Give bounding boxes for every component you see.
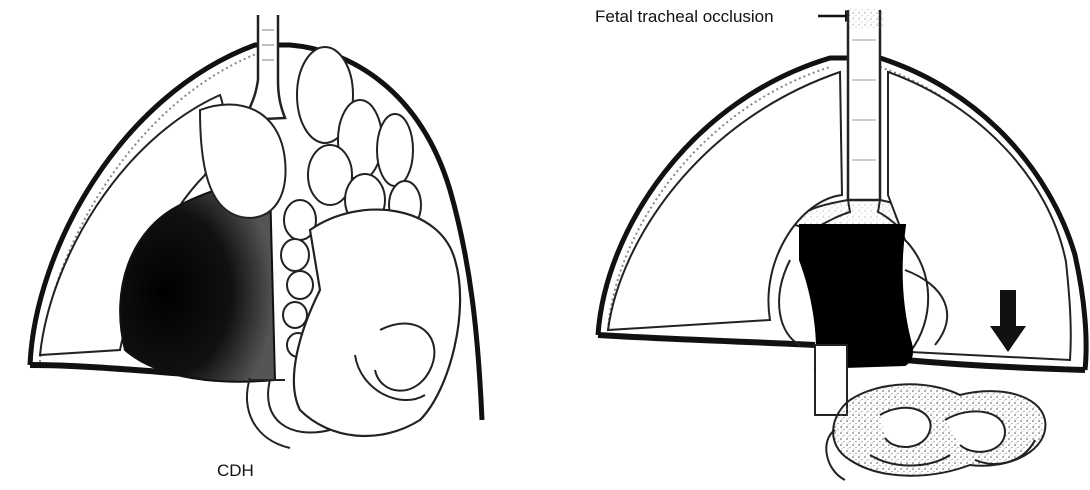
right-panel-fto: Fetal tracheal occlusion bbox=[595, 7, 1086, 480]
left-panel-cdh: CDH bbox=[30, 15, 482, 480]
cdh-label: CDH bbox=[217, 461, 254, 480]
tracheal-occlusion-plug bbox=[845, 8, 883, 28]
left-trachea bbox=[245, 15, 285, 120]
left-stomach bbox=[294, 210, 460, 436]
right-trachea bbox=[848, 10, 880, 200]
fetal-tracheal-occlusion-label: Fetal tracheal occlusion bbox=[595, 7, 774, 26]
right-intestines bbox=[826, 384, 1045, 480]
esophagus bbox=[815, 345, 847, 415]
